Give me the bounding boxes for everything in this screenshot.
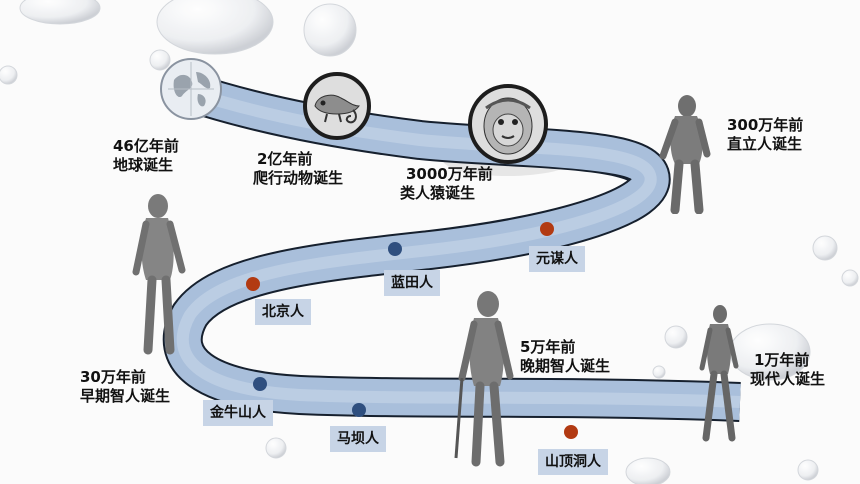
site-tag-beijing: 北京人 [255,299,311,325]
site-dot-shandingdong [564,425,578,439]
milestone-event: 直立人诞生 [727,135,803,153]
milestone-late-sapiens: 5万年前 晚期智人诞生 [520,338,610,376]
milestone-time: 46亿年前 [113,137,179,155]
milestone-time: 3000万年前 [406,165,493,183]
milestone-event: 地球诞生 [113,156,174,174]
site-tag-shandingdong: 山顶洞人 [538,449,608,475]
site-tag-yuanmou: 元谋人 [529,246,585,272]
late-human-figure-icon [454,291,514,467]
ape-figure-icon [659,95,711,214]
milestone-event: 早期智人诞生 [80,387,171,405]
milestone-time: 1万年前 [754,351,810,369]
globe-icon [160,58,222,120]
chameleon-icon [303,72,371,140]
milestone-modern-human: 1万年前 现代人诞生 [750,351,825,389]
milestone-event: 现代人诞生 [750,370,826,388]
ape-face-icon [468,84,548,164]
milestone-earth: 46亿年前 地球诞生 [113,137,179,175]
milestone-event: 爬行动物诞生 [253,169,344,187]
site-tag-jinniushan: 金牛山人 [203,400,273,426]
milestone-event: 晚期智人诞生 [520,357,611,375]
early-human-figure-icon [132,194,186,355]
milestone-event: 类人猿诞生 [400,184,476,202]
winding-path [162,72,741,422]
modern-human-figure-icon [699,305,739,442]
site-dot-lantian [388,242,402,256]
milestone-early-sapiens: 30万年前 早期智人诞生 [80,368,170,406]
milestone-reptile: 2亿年前 爬行动物诞生 [253,150,343,188]
milestone-homo-erectus: 300万年前 直立人诞生 [727,116,803,154]
milestone-ape: 3000万年前 类人猿诞生 [400,165,493,203]
milestone-time: 300万年前 [727,116,804,134]
milestone-time: 30万年前 [80,368,146,386]
site-dot-beijing [246,277,260,291]
site-dot-yuanmou [540,222,554,236]
site-dot-jinniushan [253,377,267,391]
site-tag-lantian: 蓝田人 [384,270,440,296]
site-dot-maba [352,403,366,417]
site-tag-maba: 马坝人 [330,426,386,452]
milestone-time: 5万年前 [520,338,576,356]
milestone-time: 2亿年前 [257,150,313,168]
